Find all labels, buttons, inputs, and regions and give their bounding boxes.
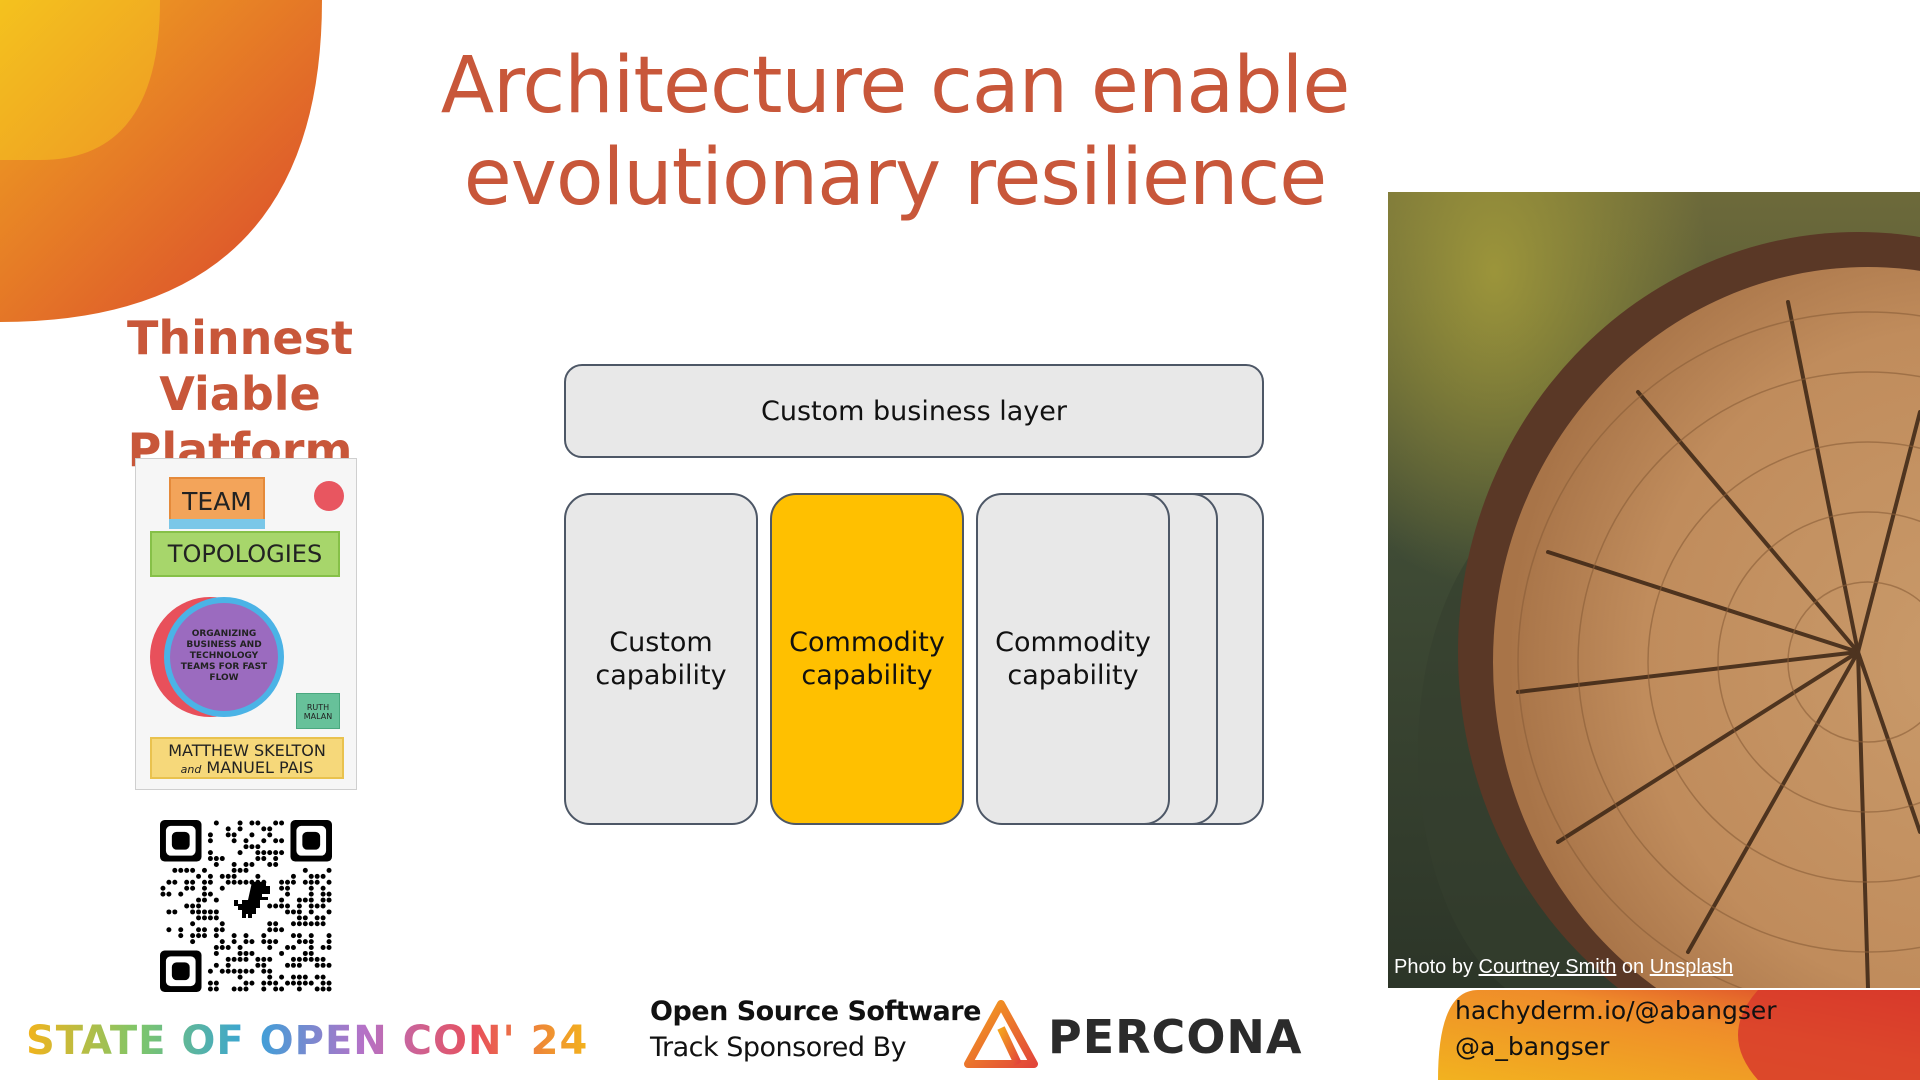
sponsor-name: PERCONA [1048, 1010, 1303, 1064]
custom-capability-line-2: capability [595, 660, 727, 691]
photo-credit: Photo by Courtney Smith on Unsplash [1394, 956, 1733, 979]
conference-logo: STATE OF OPEN CON' 24 [26, 1018, 588, 1064]
book-red-dot [314, 481, 344, 511]
mastodon-handle: hachyderm.io/@abangser [1455, 996, 1777, 1025]
photo-credit-prefix: Photo by [1394, 956, 1473, 978]
custom-capability-line-1: Custom [609, 627, 713, 658]
sponsor-line-1: Open Source Software [650, 996, 981, 1027]
book-foreword-by: RUTH MALAN [303, 703, 333, 721]
commodity-highlight-line-1: Commodity [789, 627, 945, 658]
book-title-bar [169, 519, 265, 529]
book-author-2: MANUEL PAIS [206, 758, 314, 777]
business-layer-label: Custom business layer [760, 395, 1068, 427]
book-cover: TEAM TOPOLOGIES ORGANIZING BUSINESS AND … [135, 458, 357, 790]
book-title-top: TEAM [169, 477, 265, 527]
conference-logo-text: STATE OF OPEN CON' 24 [26, 1018, 589, 1064]
custom-business-layer: Custom business layer [564, 364, 1264, 458]
twitter-handle: @a_bangser [1455, 1032, 1610, 1061]
slide-title: Architecture can enable evolutionary res… [380, 40, 1410, 224]
title-line-2: evolutionary resilience [463, 133, 1328, 223]
sponsor-line-2: Track Sponsored By [650, 1032, 907, 1063]
book-title-bottom: TOPOLOGIES [150, 531, 340, 577]
qr-code-icon[interactable] [160, 820, 332, 992]
photo-author-link[interactable]: Courtney Smith [1478, 956, 1617, 978]
book-circle-purple [170, 603, 278, 711]
photo-credit-mid: on [1621, 956, 1645, 978]
commodity-stack-line-2: capability [1007, 660, 1139, 691]
commodity-highlight-line-2: capability [801, 660, 933, 691]
commodity-capability-stack-box: Commodity capability [976, 493, 1170, 825]
book-foreword-box [296, 693, 340, 729]
book-subtitle: ORGANIZING BUSINESS AND TECHNOLOGY TEAMS… [180, 629, 268, 683]
commodity-capability-highlight-box: Commodity capability [770, 493, 964, 825]
bottom-corner-decoration [1438, 990, 1920, 1080]
book-authors: MATTHEW SKELTON and MANUEL PAIS [150, 737, 344, 779]
corner-decoration [0, 0, 322, 322]
book-author-joiner: and [180, 763, 202, 776]
side-heading-line-1: Thinnest Viable [127, 311, 353, 421]
percona-logo-icon [964, 1000, 1038, 1068]
title-line-1: Architecture can enable [440, 41, 1351, 131]
side-heading: Thinnest Viable Platform [40, 310, 440, 478]
photo-source-link[interactable]: Unsplash [1649, 956, 1734, 978]
tree-stump-photo [1388, 192, 1920, 988]
book-author-1: MATTHEW SKELTON [168, 741, 326, 760]
custom-capability-box: Custom capability [564, 493, 758, 825]
commodity-stack-line-1: Commodity [995, 627, 1151, 658]
